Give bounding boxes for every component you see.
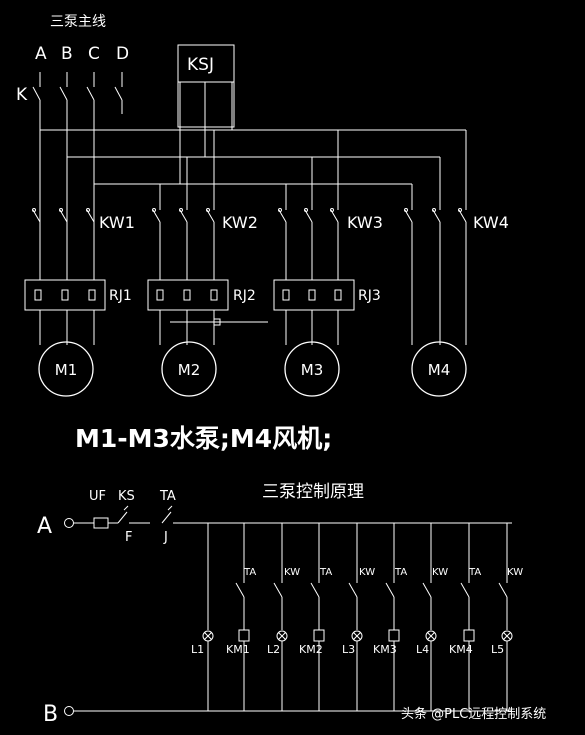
thermal-relay-rj1 <box>24 279 106 345</box>
relay-label-rj3: RJ3 <box>358 288 381 304</box>
contactor-kw2 <box>152 208 215 280</box>
branch-2 <box>235 523 250 711</box>
switch-sub-j: J <box>163 530 168 545</box>
contactor-kw4 <box>404 208 467 345</box>
motor-label-m4: M4 <box>428 361 451 379</box>
coil-label-km2: KM2 <box>299 643 323 656</box>
branch-7 <box>422 523 437 711</box>
switch-sub-f: F <box>125 530 132 545</box>
coil-label-km1: KM1 <box>226 643 250 656</box>
motor-label-m1: M1 <box>55 361 78 379</box>
branch-5 <box>348 523 363 711</box>
motor-label-m2: M2 <box>178 361 201 379</box>
contactor-label-kw4: KW4 <box>473 213 509 232</box>
relay-label-rj1: RJ1 <box>109 288 132 304</box>
contact-label-7: TA <box>468 567 481 578</box>
contactor-label-kw3: KW3 <box>347 213 383 232</box>
branch-9 <box>498 523 513 711</box>
switch-label-ta: TA <box>159 489 176 504</box>
phase-label-c: C <box>88 44 100 64</box>
relay-label-rj2: RJ2 <box>233 288 256 304</box>
contactor-label-kw1: KW1 <box>99 213 135 232</box>
main-switch-k <box>32 72 123 280</box>
thermal-relay-rj2 <box>147 279 268 345</box>
phase-label-a: A <box>35 44 47 64</box>
ksj-box <box>177 44 235 128</box>
contactor-kw3 <box>278 208 339 280</box>
motor-m1 <box>38 341 94 397</box>
branch-6 <box>385 523 400 711</box>
return-line-b <box>64 706 512 716</box>
branch-8 <box>460 523 475 711</box>
contact-label-2: KW <box>284 567 300 578</box>
phase-label-d: D <box>116 44 129 64</box>
switch-label-k: K <box>16 85 28 105</box>
fuse-label-uf: UF <box>89 489 106 504</box>
phase-label-b: B <box>61 44 73 64</box>
supply-line-a <box>64 505 512 529</box>
contact-label-3: TA <box>319 567 332 578</box>
main-line-title: 三泵主线 <box>50 14 106 30</box>
coil-label-km3: KM3 <box>373 643 397 656</box>
bus-bars <box>40 82 467 210</box>
control-title: 三泵控制原理 <box>262 482 364 502</box>
ksj-label: KSJ <box>187 55 214 75</box>
contact-label-8: KW <box>507 567 523 578</box>
lamp-label-l2: L2 <box>267 643 280 656</box>
motor-m2 <box>161 341 217 397</box>
branch-3 <box>273 523 288 711</box>
node-b-label: B <box>43 702 58 727</box>
motor-m3 <box>284 341 340 397</box>
lamp-label-l5: L5 <box>491 643 504 656</box>
branch-1 <box>202 523 214 711</box>
watermark: 头条 @PLC远程控制系统 <box>401 706 546 722</box>
lamp-label-l4: L4 <box>416 643 429 656</box>
lamp-label-l1: L1 <box>191 643 204 656</box>
contact-label-4: KW <box>359 567 375 578</box>
branch-4 <box>310 523 325 711</box>
coil-label-km4: KM4 <box>449 643 473 656</box>
contact-label-6: KW <box>432 567 448 578</box>
thermal-relay-rj3 <box>273 279 355 345</box>
contactor-kw1 <box>32 208 95 223</box>
contact-label-1: TA <box>243 567 256 578</box>
lamp-label-l3: L3 <box>342 643 355 656</box>
contact-label-5: TA <box>394 567 407 578</box>
motor-m4 <box>411 341 467 397</box>
motor-label-m3: M3 <box>301 361 324 379</box>
pump-caption: M1-M3水泵;M4风机; <box>75 424 332 453</box>
node-a-label: A <box>37 514 52 539</box>
switch-label-ks: KS <box>118 489 135 504</box>
contactor-label-kw2: KW2 <box>222 213 258 232</box>
